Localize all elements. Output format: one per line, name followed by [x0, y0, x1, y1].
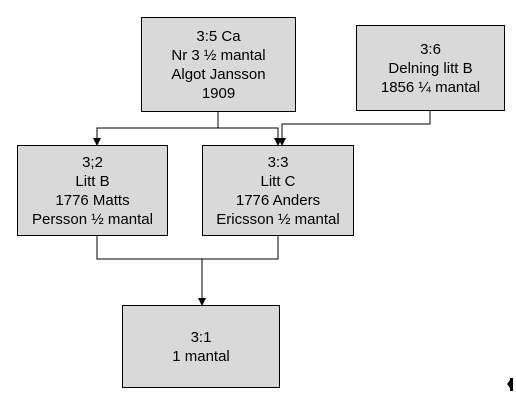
node-3-5-ca-line-2: Nr 3 ½ mantal	[171, 46, 266, 64]
node-3-2: 3;2 Litt B 1776 Matts Persson ½ mantal	[17, 145, 168, 236]
node-3-6: 3:6 Delning litt B 1856 ¼ mantal	[356, 25, 505, 111]
node-3-3-line-3: 1776 Anders	[235, 191, 321, 209]
connector-3-3-to-3-1	[202, 236, 279, 260]
node-3-3: 3:3 Litt C 1776 Anders Ericsson ½ mantal	[202, 145, 354, 236]
node-3-2-line-4: Persson ½ mantal	[32, 210, 153, 228]
cursor-mark-icon	[510, 378, 513, 391]
node-3-2-line-2: Litt B	[75, 172, 110, 190]
node-3-6-line-1: 3:6	[420, 40, 441, 58]
node-3-5-ca-line-1: 3:5 Ca	[196, 27, 241, 45]
connector-3-6-to-3-3	[278, 111, 431, 146]
connector-3-2-to-3-1	[96, 236, 202, 260]
node-3-5-ca-line-4: 1909	[201, 84, 236, 102]
connector-3-5-to-3-3	[218, 127, 282, 146]
node-3-1-line-1: 3:1	[190, 328, 212, 346]
node-3-1: 3:1 1 mantal	[122, 305, 280, 388]
node-3-6-line-2: Delning litt B	[388, 59, 473, 77]
connector-3-5-to-3-2	[93, 112, 219, 146]
node-3-5-ca-line-3: Algot Jansson	[171, 65, 266, 83]
node-3-3-line-2: Litt C	[260, 172, 296, 190]
node-3-2-line-3: 1776 Matts	[55, 191, 130, 209]
node-3-5-ca: 3:5 Ca Nr 3 ½ mantal Algot Jansson 1909	[141, 17, 296, 112]
node-3-1-line-2: 1 mantal	[172, 347, 230, 365]
node-3-3-line-4: Ericsson ½ mantal	[216, 210, 340, 228]
node-3-6-line-3: 1856 ¼ mantal	[380, 78, 481, 96]
node-3-2-line-1: 3;2	[82, 153, 103, 171]
node-3-3-line-1: 3:3	[267, 153, 289, 171]
